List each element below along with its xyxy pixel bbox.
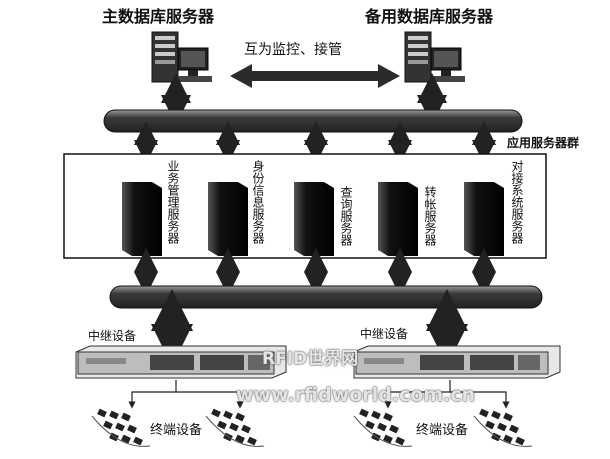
app-server-towers (122, 182, 504, 256)
db-to-bus-arrows (161, 73, 447, 125)
mutual-monitor-label: 互为监控、接管 (244, 41, 342, 58)
watermark-url: www.rfidworld.com.cn (236, 384, 476, 406)
bottom-network-bus (109, 285, 543, 309)
main-db-label: 主数据库服务器 (102, 7, 215, 26)
app-to-bus-arrows-bottom (134, 248, 496, 296)
terminal-devices-left-1 (91, 408, 151, 447)
backup-db-label: 备用数据库服务器 (364, 7, 494, 26)
bus-to-app-arrows-top (134, 121, 496, 164)
terminal-devices-right-1 (353, 408, 413, 447)
top-network-bus (103, 109, 523, 133)
server-label-identity-info: 身份信息服务器 (251, 160, 265, 244)
server-tower-2 (208, 182, 248, 256)
relay-device-right (353, 345, 561, 379)
server-tower-1 (122, 182, 162, 256)
relay-device-left (75, 345, 287, 379)
server-label-business-mgmt: 业务管理服务器 (166, 160, 180, 244)
server-label-query: 查询服务器 (339, 186, 353, 246)
terminal-label-left: 终端设备 (150, 422, 202, 438)
terminal-devices-right-2 (473, 408, 533, 447)
relay-label-right: 中继设备 (360, 326, 408, 341)
server-tower-5 (464, 182, 504, 256)
app-server-group-label: 应用服务器群 (507, 135, 579, 150)
relay-to-terminal-lines (128, 380, 510, 409)
terminal-devices-left-2 (205, 408, 265, 447)
server-tower-3 (294, 182, 334, 256)
watermark-brand: RFID世界网 (262, 349, 359, 369)
server-label-transfer: 转帐服务器 (423, 186, 437, 246)
relay-label-left: 中继设备 (88, 328, 136, 343)
main-db-server-icon (151, 31, 212, 83)
backup-db-server-icon (404, 31, 465, 83)
mutual-monitor-arrow (230, 64, 400, 88)
server-label-integration: 对接系统服务器 (510, 160, 524, 244)
terminal-label-right: 终端设备 (416, 422, 468, 438)
server-tower-4 (378, 182, 418, 256)
bus-to-relay-arrows (151, 289, 468, 366)
